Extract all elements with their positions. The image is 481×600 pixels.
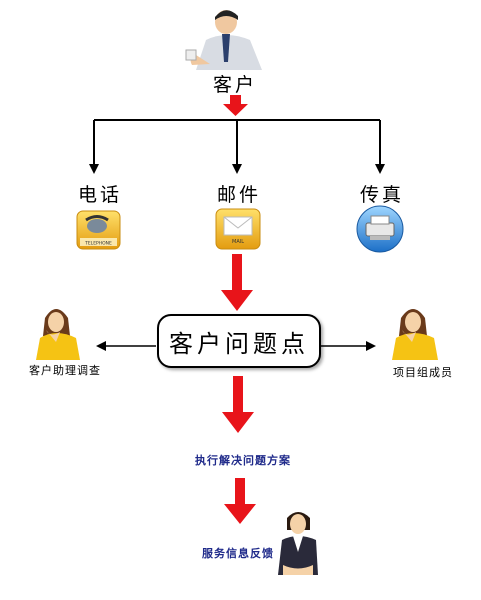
execute-solution-label: 执行解决问题方案 — [195, 454, 291, 467]
channel-branch-lines — [89, 119, 385, 174]
red-arrow-mail-down — [221, 254, 253, 311]
telephone-icon: TELEPHONE — [76, 210, 121, 250]
team-members-label: 项目组成员 — [393, 366, 453, 379]
red-arrow-center-down — [222, 376, 254, 433]
customer-person-icon — [185, 10, 262, 70]
phone-label: 电话 — [78, 184, 123, 206]
mail-label: 邮件 — [217, 184, 262, 206]
fax-label: 传真 — [360, 184, 405, 206]
service-person-icon — [278, 512, 318, 575]
assistant-survey-label: 客户助理调查 — [29, 364, 101, 377]
telephone-icon-text: TELEPHONE — [84, 241, 112, 247]
assistant-person-icon — [36, 309, 80, 360]
customer-problem-box: 客户问题点 — [157, 314, 321, 368]
mail-icon: MAIL — [215, 208, 261, 250]
team-member-icon — [392, 309, 438, 360]
fax-icon — [356, 205, 404, 253]
red-arrow-customer-down — [223, 95, 248, 116]
red-arrow-execute-down — [224, 478, 256, 524]
mail-icon-text: MAIL — [232, 239, 244, 245]
service-feedback-label: 服务信息反馈 — [202, 547, 274, 560]
customer-label: 客户 — [213, 74, 258, 96]
